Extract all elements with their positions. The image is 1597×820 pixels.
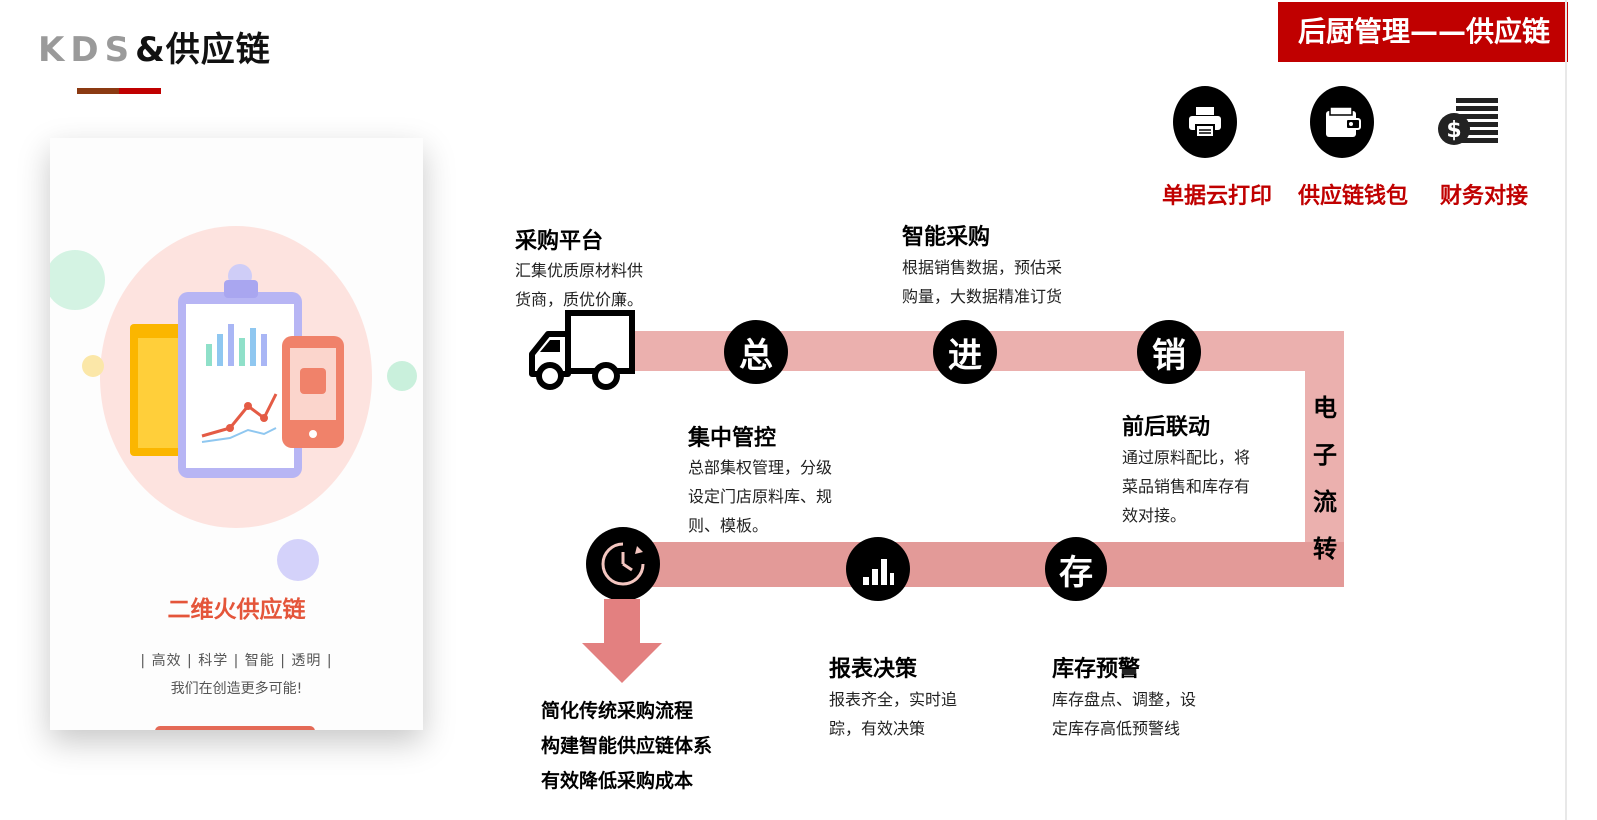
feature-label-finance: 财务对接 — [1440, 184, 1529, 209]
printer-icon — [1173, 86, 1237, 158]
right-edge-divider — [1565, 0, 1567, 820]
summary-line: 简化传统采购流程 — [541, 700, 694, 722]
app-tags: | 高效 | 科学 | 智能 | 透明 | — [140, 653, 333, 669]
desc-line: 设定门店原料库、规 — [688, 487, 833, 506]
purchase-platform-title: 采购平台 — [515, 229, 604, 254]
stock-alert-title: 库存预警 — [1052, 657, 1141, 682]
stage-circle-xiao: 销 — [1137, 320, 1201, 384]
summary-list: 简化传统采购流程 构建智能供应链体系 有效降低采购成本 — [541, 694, 712, 799]
feature-label-wallet: 供应链钱包 — [1298, 184, 1409, 209]
dollar-coin-icon: $ — [1436, 96, 1500, 152]
app-slogan: 我们在创造更多可能! — [170, 681, 303, 697]
desc-line: 踪，有效决策 — [829, 719, 926, 738]
summary-line: 构建智能供应链体系 — [541, 735, 713, 757]
stage-circle-zong: 总 — [724, 320, 788, 384]
desc-line: 报表齐全，实时追 — [829, 690, 958, 709]
side-char-3: 流 — [1313, 488, 1337, 516]
desc-line: 库存盘点、调整，设 — [1052, 690, 1197, 709]
front-back-link-desc: 通过原料配比，将 菜品销售和库存有 效对接。 — [1122, 443, 1250, 530]
desc-line: 根据销售数据，预估采 — [902, 258, 1063, 277]
desc-line: 总部集权管理，分级 — [688, 458, 833, 477]
desc-line: 汇集优质原材料供 — [515, 261, 644, 280]
desc-line: 效对接。 — [1122, 506, 1187, 525]
page-title: KDS&供应链 — [38, 22, 271, 71]
app-name: 二维火供应链 — [167, 597, 306, 623]
flow-band-bottom — [620, 542, 1344, 587]
desc-line: 通过原料配比，将 — [1122, 448, 1251, 467]
clipboard-chart-illustration — [50, 250, 417, 581]
down-arrow-icon — [582, 599, 662, 689]
title-underline-red — [119, 88, 161, 94]
electronic-transfer-label: 电 子 流 转 — [1310, 385, 1340, 573]
smart-purchase-title: 智能采购 — [902, 225, 991, 250]
desc-line: 定库存高低预警线 — [1052, 719, 1181, 738]
desc-line: 货商，质优价廉。 — [515, 290, 644, 309]
purchase-platform-desc: 汇集优质原材料供 货商，质优价廉。 — [515, 256, 643, 314]
feature-label-print: 单据云打印 — [1162, 184, 1273, 209]
bar-chart-icon — [846, 537, 910, 601]
truck-icon — [526, 308, 636, 394]
stage-circle-jin: 进 — [933, 320, 997, 384]
title-rest: &供应链 — [135, 30, 271, 70]
stage-circle-cun: 存 — [1045, 537, 1107, 601]
central-control-desc: 总部集权管理，分级 设定门店原料库、规 则、模板。 — [688, 453, 832, 540]
phone-mockup: 二维火供应链 | 高效 | 科学 | 智能 | 透明 | 我们在创造更多可能! — [50, 138, 423, 730]
side-char-4: 转 — [1313, 535, 1337, 563]
desc-line: 购量，大数据精准订货 — [902, 287, 1063, 306]
smart-purchase-desc: 根据销售数据，预估采 购量，大数据精准订货 — [902, 253, 1062, 311]
report-decision-title: 报表决策 — [829, 657, 918, 682]
stock-alert-desc: 库存盘点、调整，设 定库存高低预警线 — [1052, 685, 1196, 743]
phone-bottom-bar — [155, 726, 315, 730]
desc-line: 菜品销售和库存有 — [1122, 477, 1251, 496]
svg-text:$: $ — [1446, 118, 1461, 143]
clock-icon — [586, 527, 660, 601]
report-decision-desc: 报表齐全，实时追 踪，有效决策 — [829, 685, 957, 743]
title-kds: KDS — [38, 30, 136, 70]
front-back-link-title: 前后联动 — [1122, 415, 1211, 440]
wallet-icon — [1310, 86, 1374, 158]
central-control-title: 集中管控 — [688, 426, 777, 451]
title-underline-dark — [77, 88, 119, 94]
side-char-2: 子 — [1313, 441, 1337, 469]
desc-line: 则、模板。 — [688, 516, 769, 535]
summary-line: 有效降低采购成本 — [541, 770, 694, 792]
section-banner: 后厨管理——供应链 — [1278, 2, 1568, 62]
side-char-1: 电 — [1313, 394, 1337, 422]
